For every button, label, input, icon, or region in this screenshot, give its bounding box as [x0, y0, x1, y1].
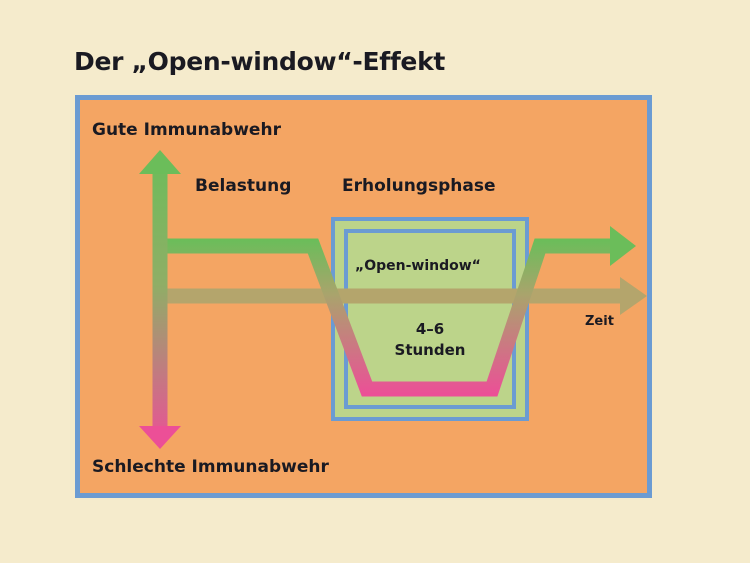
duration-unit: Stunden — [394, 341, 466, 359]
duration-label: 4–6 Stunden — [380, 319, 480, 361]
poor-immunity-label: Schlechte Immunabwehr — [92, 457, 329, 477]
open-window-label: „Open-window“ — [355, 258, 481, 274]
recovery-phase-label: Erholungsphase — [342, 176, 496, 196]
immunity-curve-arrowhead — [610, 226, 636, 266]
stress-phase-label: Belastung — [195, 176, 292, 196]
page-title: Der „Open-window“-Effekt — [74, 47, 446, 76]
time-axis-label: Zeit — [585, 314, 614, 329]
arrow-up-icon — [139, 150, 181, 174]
time-axis-arrowhead — [620, 277, 647, 315]
window-inner-frame — [344, 229, 516, 409]
arrow-down-icon — [139, 426, 181, 449]
good-immunity-label: Gute Immunabwehr — [92, 120, 281, 140]
duration-value: 4–6 — [415, 320, 445, 338]
immunity-curve — [160, 238, 612, 397]
